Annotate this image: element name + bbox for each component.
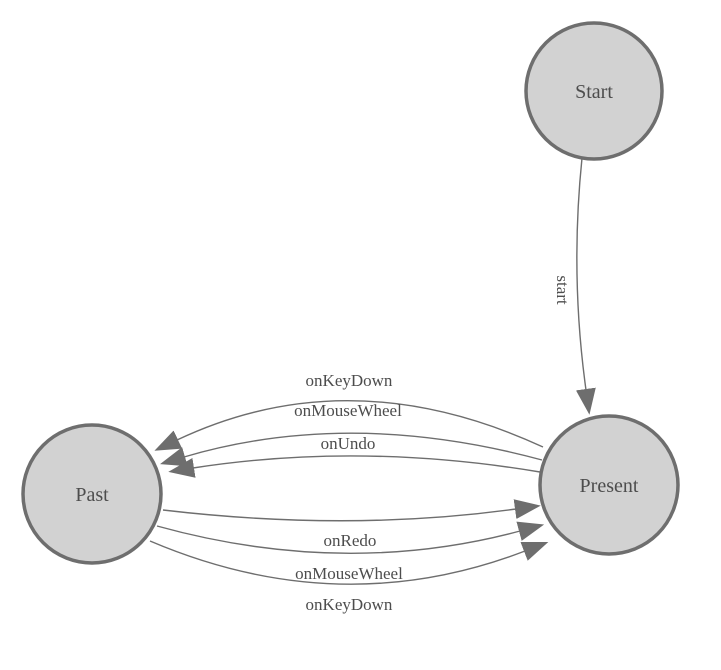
node-start-label: Start — [575, 81, 613, 103]
node-past-circle — [21, 423, 163, 565]
edge-label-onredo: onRedo — [324, 531, 377, 550]
edge-label-onkeydown-bottom: onKeyDown — [306, 595, 393, 614]
edge-past-to-present-onkeydown — [149, 540, 549, 585]
edge-present-to-past-onkeydown — [154, 400, 544, 451]
node-past: Past — [21, 423, 163, 565]
node-present-circle — [538, 414, 680, 556]
edges — [149, 157, 596, 585]
edge-past-to-present-onmousewheel — [156, 521, 545, 554]
edge-present-to-past-onmousewheel — [160, 432, 543, 467]
edge-label-onmousewheel-top: onMouseWheel — [294, 401, 402, 420]
nodes: Start Past Present — [21, 21, 680, 565]
node-start: Start — [524, 21, 664, 161]
edge-label-start: start — [553, 275, 572, 305]
edge-label-onkeydown-top: onKeyDown — [306, 371, 393, 390]
edge-present-to-past-onundo — [168, 455, 541, 478]
edge-labels: start onKeyDown onMouseWheel onUndo onRe… — [294, 275, 572, 614]
node-start-circle — [524, 21, 664, 161]
edge-start-to-present — [575, 157, 596, 415]
edge-label-onmousewheel-bottom: onMouseWheel — [295, 564, 403, 583]
node-past-label: Past — [75, 484, 109, 506]
node-present-label: Present — [580, 475, 639, 497]
edge-past-to-present-onredo — [162, 499, 541, 522]
edge-label-onundo: onUndo — [321, 434, 376, 453]
node-present: Present — [538, 414, 680, 556]
